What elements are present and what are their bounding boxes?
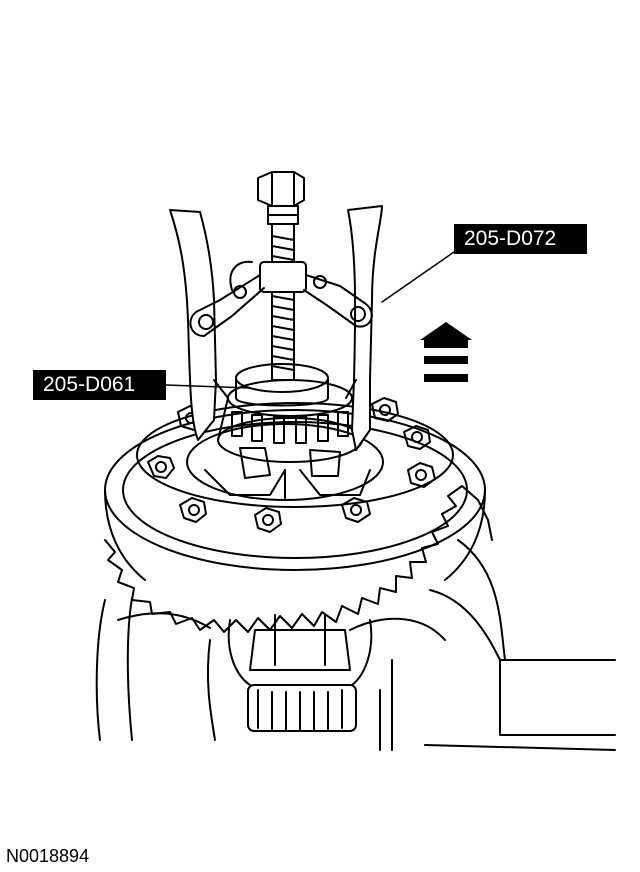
ring-gear <box>104 402 493 633</box>
step-plate-adapter <box>235 363 329 407</box>
figure-id: N0018894 <box>6 846 90 866</box>
tool-callout-puller: 205-D072 <box>454 224 587 254</box>
callout-d072-leader <box>381 251 455 303</box>
two-jaw-puller <box>169 205 383 451</box>
pinion-bearing <box>227 614 373 732</box>
tool-callout-adapter: 205-D061 <box>33 370 166 400</box>
callout-d061-leader <box>165 384 251 389</box>
carrier-housing <box>95 539 616 751</box>
upward-direction-arrow-icon <box>420 322 472 382</box>
ring-gear-bolts <box>147 397 436 533</box>
